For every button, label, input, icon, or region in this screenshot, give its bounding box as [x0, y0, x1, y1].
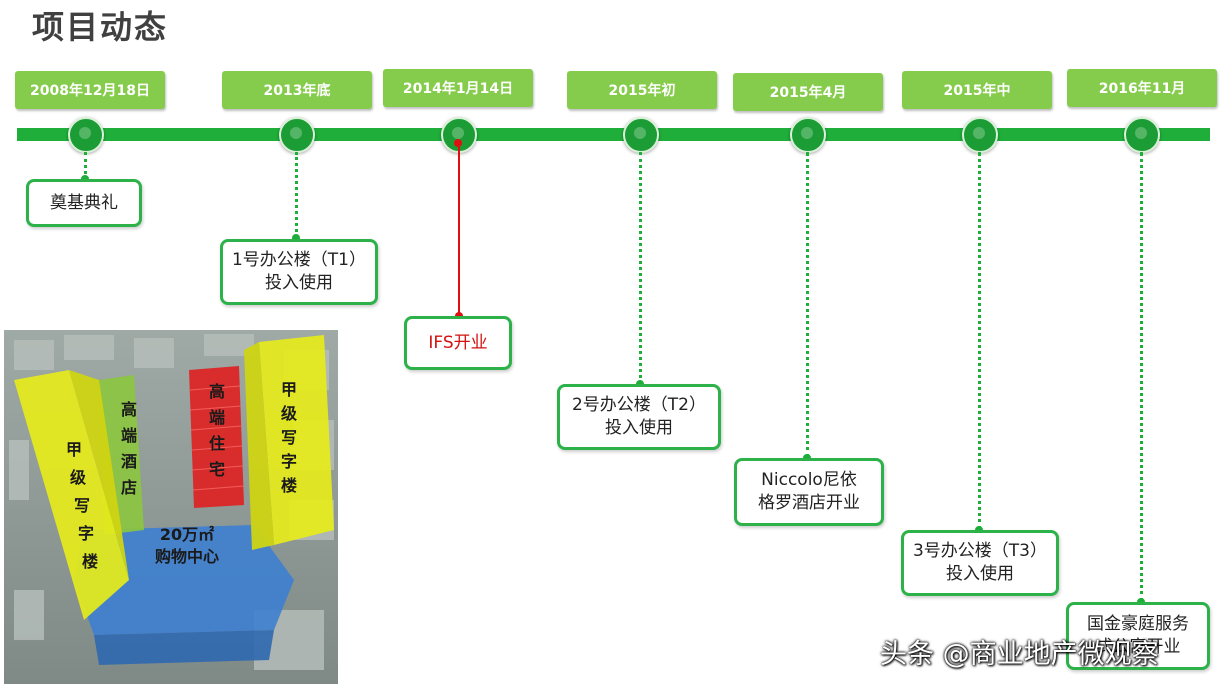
- label-right-office: 甲级写字楼: [281, 380, 298, 495]
- event-line: 1号办公楼（T1）: [231, 250, 367, 270]
- connector-line: [978, 152, 981, 530]
- label-mall-type: 购物中心: [155, 547, 219, 566]
- event-line: 格罗酒店开业: [758, 493, 860, 513]
- event-line: 国金豪庭服务: [1087, 614, 1189, 634]
- connector-line: [1140, 152, 1143, 602]
- label-char: 级: [70, 468, 87, 487]
- milestone-event: 奠基典礼: [26, 179, 142, 227]
- label-char: 店: [121, 478, 137, 497]
- building-complex-image: 甲级写字楼 高端酒店 高端住宅 甲级写字楼 20万㎡ 购物中心: [4, 330, 338, 684]
- connector-dot: [292, 234, 300, 242]
- milestone-event: 国金豪庭服务 式公寓开业: [1066, 602, 1210, 670]
- milestone-date: 2008年12月18日: [15, 71, 165, 109]
- label-char: 写: [74, 496, 90, 515]
- event-line: 投入使用: [605, 418, 673, 438]
- label-char: 楼: [281, 476, 297, 495]
- event-line: 投入使用: [946, 564, 1014, 584]
- milestone-event: IFS开业: [404, 316, 512, 370]
- event-line: 3号办公楼（T3）: [912, 541, 1048, 561]
- timeline-node[interactable]: [279, 117, 315, 153]
- label-char: 宅: [209, 460, 225, 479]
- connector-line: [806, 152, 809, 458]
- event-line: Niccolo尼依: [761, 470, 857, 490]
- label-mall-area: 20万㎡: [160, 525, 214, 544]
- milestone-event: 3号办公楼（T3） 投入使用: [901, 530, 1059, 596]
- label-char: 端: [121, 426, 137, 445]
- timeline-node[interactable]: [68, 117, 104, 153]
- timeline-node[interactable]: [623, 117, 659, 153]
- timeline-node[interactable]: [962, 117, 998, 153]
- connector-line: [84, 152, 87, 180]
- event-line: 投入使用: [265, 273, 333, 293]
- event-line: 式公寓开业: [1095, 637, 1181, 657]
- timeline-axis: [17, 128, 1210, 141]
- timeline-node[interactable]: [790, 117, 826, 153]
- label-char: 写: [281, 428, 297, 447]
- milestone-event: 1号办公楼（T1） 投入使用: [220, 239, 378, 305]
- connector-line: [295, 152, 298, 238]
- watermark: 头条 @商业地产微观察: [880, 639, 1159, 670]
- milestone-date: 2016年11月: [1067, 69, 1217, 107]
- event-line: IFS开业: [428, 332, 488, 353]
- page-title: 项目动态: [32, 8, 169, 46]
- label-char: 字: [78, 524, 94, 543]
- event-line: 2号办公楼（T2）: [571, 395, 707, 415]
- milestone-event: Niccolo尼依 格罗酒店开业: [734, 458, 884, 526]
- label-char: 级: [281, 404, 298, 423]
- milestone-date: 2014年1月14日: [383, 69, 533, 107]
- label-char: 住: [209, 434, 225, 453]
- project-illustration: 甲级写字楼 高端酒店 高端住宅 甲级写字楼 20万㎡ 购物中心: [4, 330, 338, 684]
- label-char: 高: [121, 400, 137, 419]
- timeline-node[interactable]: [441, 117, 477, 153]
- label-hotel: 高端酒店: [121, 400, 137, 497]
- connector-line: [458, 143, 460, 316]
- label-residence: 高端住宅: [209, 382, 225, 479]
- label-char: 端: [209, 408, 225, 427]
- milestone-event: 2号办公楼（T2） 投入使用: [557, 384, 721, 450]
- milestone-date: 2015年初: [567, 71, 717, 109]
- milestone-date: 2013年底: [222, 71, 372, 109]
- connector-line: [639, 152, 642, 384]
- label-char: 高: [209, 382, 225, 401]
- label-char: 楼: [82, 552, 98, 571]
- label-char: 甲: [66, 440, 82, 459]
- label-char: 字: [281, 452, 297, 471]
- label-left-office: 甲级写字楼: [66, 440, 98, 571]
- milestone-date: 2015年中: [902, 71, 1052, 109]
- milestone-date: 2015年4月: [733, 73, 883, 111]
- label-char: 甲: [281, 380, 297, 399]
- label-char: 酒: [121, 452, 137, 471]
- timeline-node[interactable]: [1124, 117, 1160, 153]
- event-line: 奠基典礼: [50, 192, 118, 213]
